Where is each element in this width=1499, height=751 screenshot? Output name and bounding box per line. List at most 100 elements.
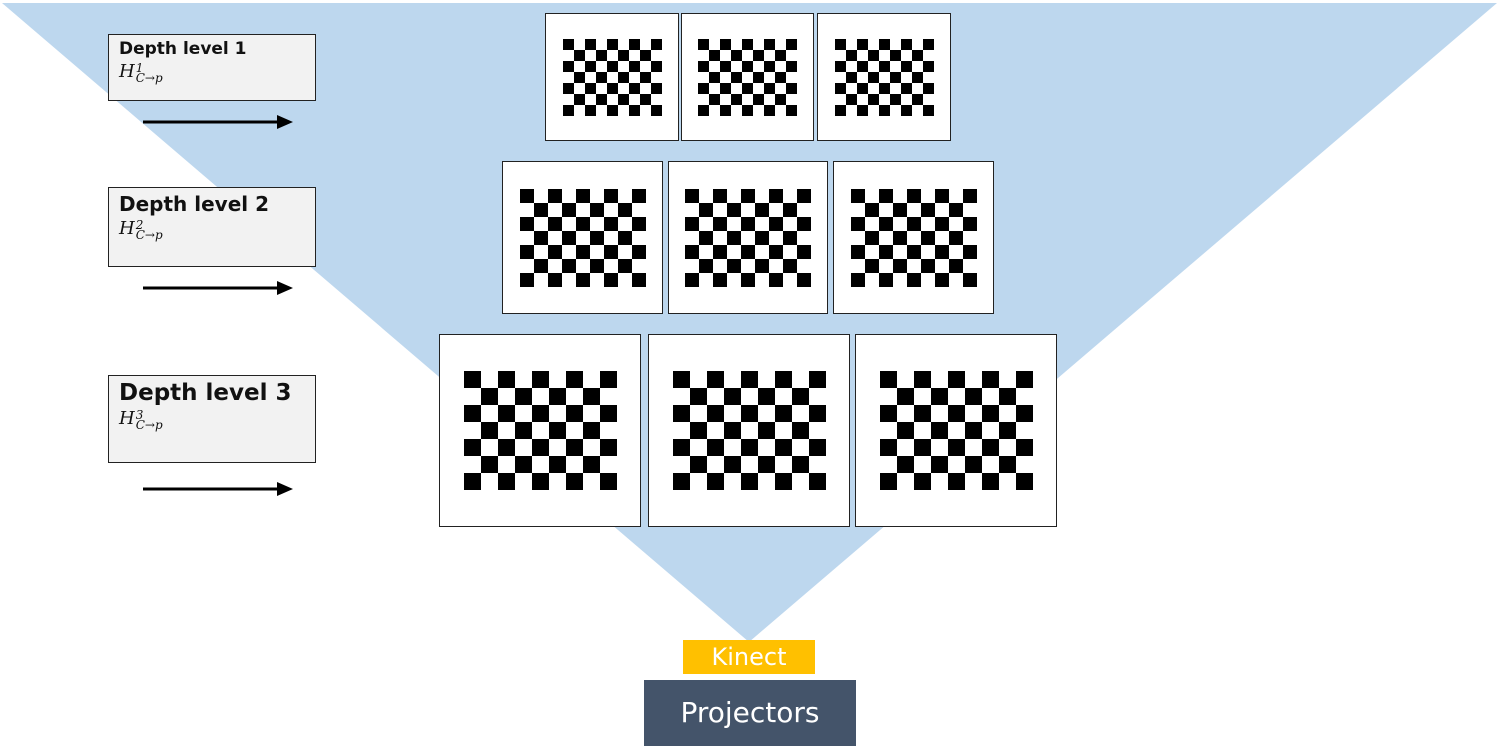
checker-square (865, 203, 879, 217)
checker-square (607, 105, 618, 116)
checker-square (758, 388, 775, 405)
checker-square (999, 388, 1016, 405)
checker-square (755, 203, 769, 217)
checker-square (963, 245, 977, 259)
checker-square (562, 259, 576, 273)
checker-square (857, 83, 868, 94)
checker-square (699, 203, 713, 217)
checker-square (698, 83, 709, 94)
checker-square (769, 245, 783, 259)
checker-square (690, 456, 707, 473)
checker-square (965, 422, 982, 439)
checker-square (548, 217, 562, 231)
checker-square (604, 273, 618, 287)
checker-square (912, 72, 923, 83)
checker-square (640, 50, 651, 61)
checker-square (786, 83, 797, 94)
checker-square (574, 94, 585, 105)
checker-square (464, 439, 481, 456)
checker-square (574, 50, 585, 61)
checker-square (720, 105, 731, 116)
checker-square (982, 371, 999, 388)
checker-square (851, 189, 865, 203)
checker-square (640, 94, 651, 105)
checker-square (879, 217, 893, 231)
checker-square (583, 456, 600, 473)
checker-square (532, 371, 549, 388)
checker-square (698, 105, 709, 116)
checker-square (563, 39, 574, 50)
checker-square (590, 259, 604, 273)
checker-square (618, 231, 632, 245)
checker-square (607, 83, 618, 94)
checker-square (690, 388, 707, 405)
checker-square (914, 371, 931, 388)
checkerboard-level-2-b (668, 161, 828, 314)
checker-square (699, 231, 713, 245)
checker-square (629, 83, 640, 94)
checker-square (897, 456, 914, 473)
checkerboard-level-3-b (648, 334, 850, 527)
checker-square (481, 422, 498, 439)
checker-square (764, 39, 775, 50)
kinect-label: Kinect (683, 640, 815, 674)
checker-square (549, 456, 566, 473)
depth-level-1-arrow (143, 115, 293, 129)
checker-square (618, 72, 629, 83)
checker-square (879, 189, 893, 203)
checker-square (921, 231, 935, 245)
checker-square (753, 94, 764, 105)
checker-square (963, 273, 977, 287)
checker-square (727, 231, 741, 245)
checker-square (604, 245, 618, 259)
checker-square (982, 473, 999, 490)
checkerboard-pattern (698, 39, 797, 116)
checker-square (786, 61, 797, 72)
checker-square (914, 439, 931, 456)
checker-square (685, 217, 699, 231)
checker-square (982, 439, 999, 456)
checker-square (935, 189, 949, 203)
checker-square (741, 371, 758, 388)
checker-square (868, 50, 879, 61)
checker-square (846, 94, 857, 105)
checker-square (690, 422, 707, 439)
checker-square (880, 473, 897, 490)
checker-square (792, 388, 809, 405)
checker-square (600, 405, 617, 422)
checker-square (935, 273, 949, 287)
checker-square (965, 456, 982, 473)
checker-square (741, 439, 758, 456)
checker-square (797, 245, 811, 259)
checker-square (901, 83, 912, 94)
checker-square (999, 422, 1016, 439)
checker-square (912, 50, 923, 61)
checker-square (566, 371, 583, 388)
homography-superscript: 1 (135, 60, 144, 75)
checker-square (563, 83, 574, 94)
checker-square (764, 61, 775, 72)
checker-square (963, 217, 977, 231)
checker-square (548, 189, 562, 203)
checker-square (775, 405, 792, 422)
checkerboard-pattern (464, 371, 617, 490)
checker-square (809, 473, 826, 490)
checker-square (835, 61, 846, 72)
checker-square (835, 105, 846, 116)
checker-square (907, 189, 921, 203)
checker-square (879, 83, 890, 94)
homography-symbol: H (119, 218, 135, 239)
checker-square (585, 83, 596, 94)
depth-level-3-title: Depth level 3 (119, 380, 292, 406)
checkerboard-pattern (880, 371, 1033, 490)
checker-square (948, 405, 965, 422)
checker-square (590, 231, 604, 245)
checker-square (879, 61, 890, 72)
checker-square (809, 405, 826, 422)
checker-square (775, 94, 786, 105)
